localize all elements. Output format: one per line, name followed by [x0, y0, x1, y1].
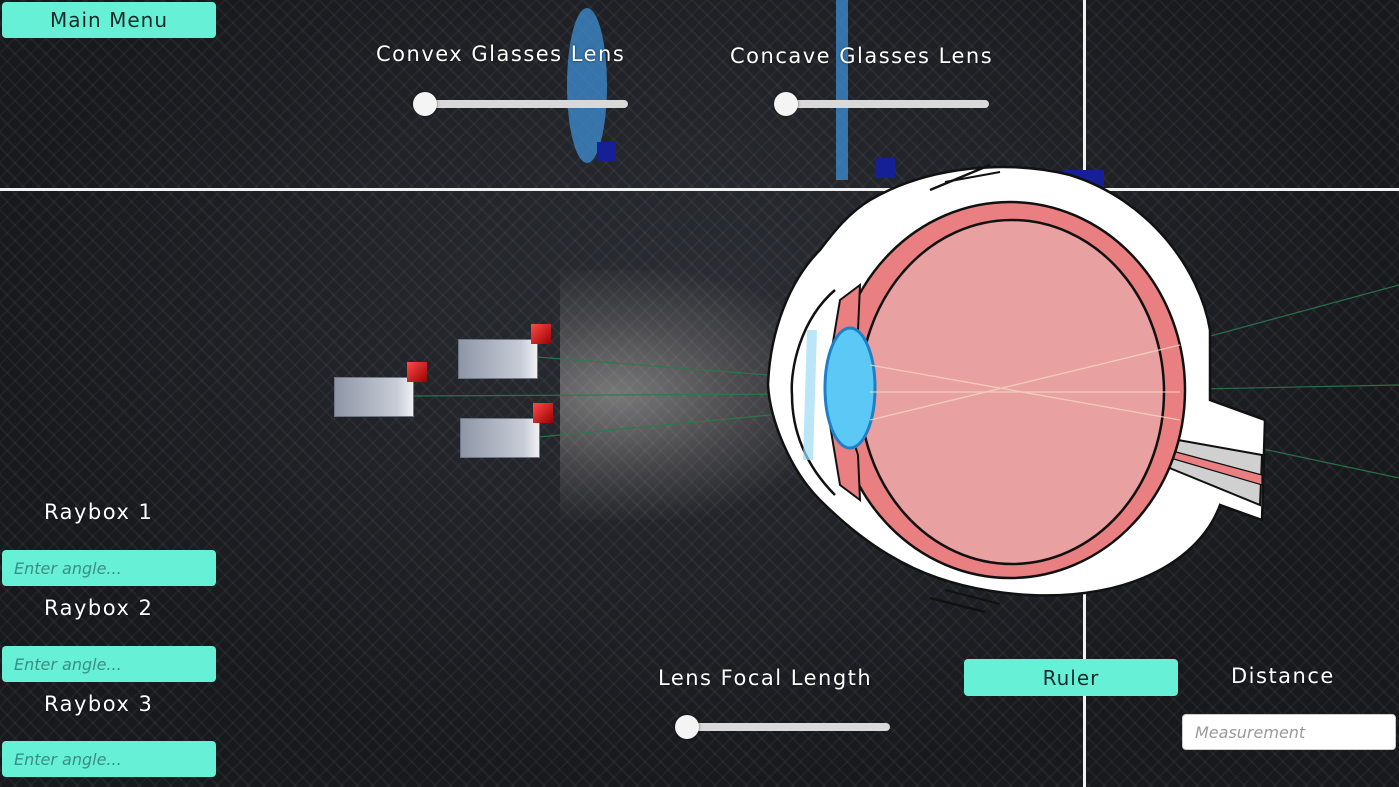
raybox-2-source[interactable]: [458, 339, 538, 379]
concave-lens-slider-knob[interactable]: [774, 92, 798, 116]
distance-label: Distance: [1231, 664, 1335, 688]
raybox-2-handle[interactable]: [531, 324, 551, 344]
ruler-line-horizontal[interactable]: [0, 188, 1399, 191]
concave-lens-icon[interactable]: [836, 0, 848, 180]
raybox-1-angle-input[interactable]: [2, 550, 216, 586]
raybox-3-label: Raybox 3: [44, 692, 154, 716]
raybox-1-handle[interactable]: [407, 362, 427, 382]
convex-lens-slider-track[interactable]: [424, 100, 628, 108]
convex-lens-handle[interactable]: [597, 142, 616, 161]
concave-lens-handle[interactable]: [875, 158, 895, 178]
measurement-field[interactable]: [1182, 714, 1396, 750]
convex-lens-slider-knob[interactable]: [413, 92, 437, 116]
raybox-1-label: Raybox 1: [44, 500, 154, 524]
eye-group: [766, 163, 1267, 614]
raybox-2-angle-input[interactable]: [2, 646, 216, 682]
concave-lens-slider-track[interactable]: [785, 100, 989, 108]
main-menu-button[interactable]: Main Menu: [2, 2, 216, 38]
raybox-3-source[interactable]: [460, 418, 540, 458]
raybox-2-label: Raybox 2: [44, 596, 154, 620]
focal-length-slider-track[interactable]: [686, 723, 890, 731]
lens-focal-length-label: Lens Focal Length: [658, 666, 873, 690]
raybox-3-angle-input[interactable]: [2, 741, 216, 777]
raybox-3-handle[interactable]: [533, 403, 553, 423]
concave-lens-label: Concave Glasses Lens: [730, 44, 994, 68]
raybox-1-source[interactable]: [334, 377, 414, 417]
convex-lens-label: Convex Glasses Lens: [376, 42, 626, 66]
focal-length-slider-knob[interactable]: [675, 715, 699, 739]
convex-lens-icon[interactable]: [567, 8, 607, 163]
ruler-button[interactable]: Ruler: [964, 659, 1178, 696]
